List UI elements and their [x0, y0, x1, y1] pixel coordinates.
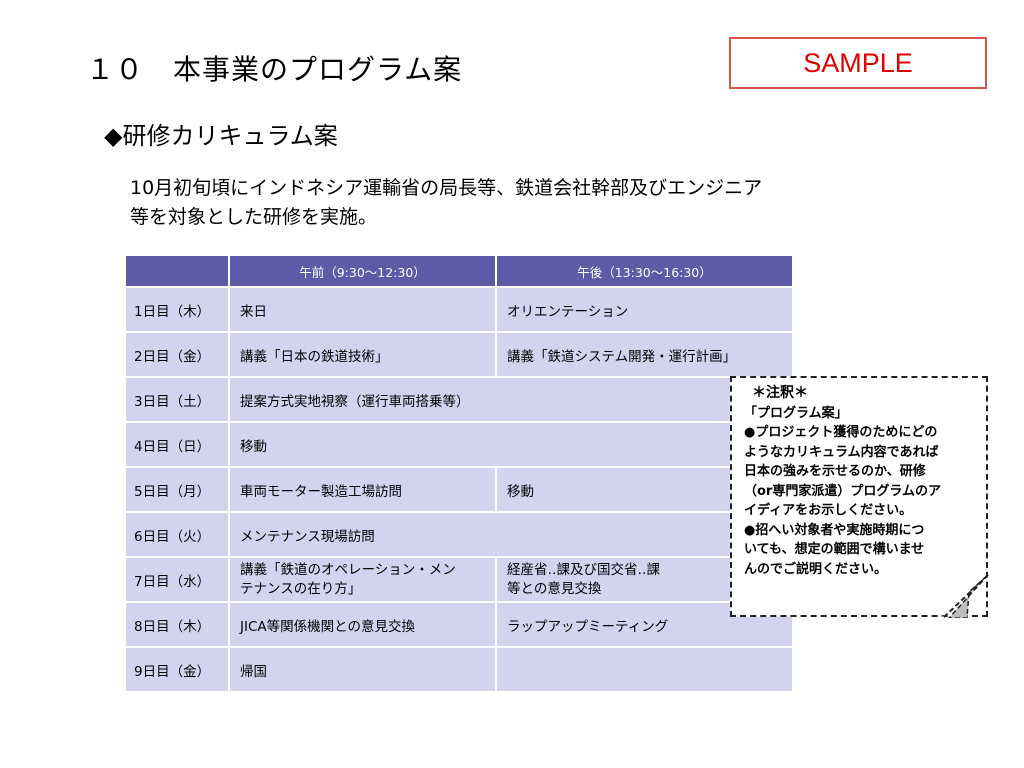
afternoon-cell-line-2: 等との意見交換 — [507, 580, 602, 597]
afternoon-cell: オリエンテーション — [495, 286, 794, 333]
day-cell: 2日目（金） — [124, 331, 230, 378]
note-line: （or専門家派遣）プログラムのア — [744, 483, 941, 499]
folded-corner-icon — [941, 574, 989, 618]
table-row: 3日目（土） 提案方式実地視察（運行車両搭乗等） — [124, 376, 794, 423]
note-line: イディアをお示しください。 — [744, 503, 913, 518]
table-row: 2日目（金） 講義「日本の鉄道技術」 講義「鉄道システム開発・運行計画」 — [124, 331, 794, 378]
morning-cell: JICA等関係機関との意見交換 — [228, 601, 497, 648]
header-day — [124, 254, 230, 288]
note-line: ●プロジェクト獲得のためにどの — [744, 425, 938, 440]
day-cell: 3日目（土） — [124, 376, 230, 423]
day-cell: 4日目（日） — [124, 421, 230, 468]
full-day-cell: 移動 — [228, 421, 794, 468]
morning-cell-line-1: 講義「鉄道のオペレーション・メン — [240, 561, 456, 578]
sample-badge: SAMPLE — [729, 37, 987, 89]
note-line: 日本の強みを示せるのか、研修 — [744, 464, 926, 479]
table-row: 5日目（月） 車両モーター製造工場訪問 移動 — [124, 466, 794, 513]
table-row: 8日目（木） JICA等関係機関との意見交換 ラップアップミーティング — [124, 601, 794, 648]
header-afternoon: 午後（13:30～16:30） — [495, 254, 794, 288]
intro-line-2: 等を対象とした研修を実施。 — [130, 206, 378, 228]
morning-cell: 講義「鉄道のオペレーション・メン テナンスの在り方」 — [228, 556, 497, 603]
page-title: １０ 本事業のプログラム案 — [86, 53, 463, 86]
morning-cell: 帰国 — [228, 646, 497, 693]
day-cell: 7日目（水） — [124, 556, 230, 603]
afternoon-cell: 講義「鉄道システム開発・運行計画」 — [495, 331, 794, 378]
morning-cell: 講義「日本の鉄道技術」 — [228, 331, 497, 378]
morning-cell: 来日 — [228, 286, 497, 333]
table-row: 1日目（木） 来日 オリエンテーション — [124, 286, 794, 333]
section-heading: ◆研修カリキュラム案 — [104, 122, 338, 150]
morning-cell-line-2: テナンスの在り方」 — [240, 580, 362, 597]
afternoon-cell-line-1: 経産省‥課及び国交省‥課 — [507, 561, 661, 578]
day-cell: 9日目（金） — [124, 646, 230, 693]
table-row: 9日目（金） 帰国 — [124, 646, 794, 693]
intro-line-1: 10月初旬頃にインドネシア運輸省の局長等、鉄道会社幹部及びエンジニア — [130, 177, 763, 199]
note-line: ●招へい対象者や実施時期につ — [744, 522, 925, 538]
note-line: いても、想定の範囲で構いませ — [744, 542, 925, 557]
table-row: 7日目（水） 講義「鉄道のオペレーション・メン テナンスの在り方」 経産省‥課及… — [124, 556, 794, 603]
note-heading: ＊注釈＊ — [752, 385, 808, 401]
full-day-cell: 提案方式実地視察（運行車両搭乗等） — [228, 376, 794, 423]
day-cell: 8日目（木） — [124, 601, 230, 648]
full-day-cell: メンテナンス現場訪問 — [228, 511, 794, 558]
note-line: 「プログラム案」 — [744, 405, 848, 421]
table-header-row: 午前（9:30～12:30） 午後（13:30～16:30） — [124, 254, 794, 288]
morning-cell: 車両モーター製造工場訪問 — [228, 466, 497, 513]
day-cell: 1日目（木） — [124, 286, 230, 333]
table-row: 4日目（日） 移動 — [124, 421, 794, 468]
day-cell: 6日目（火） — [124, 511, 230, 558]
intro-text: 10月初旬頃にインドネシア運輸省の局長等、鉄道会社幹部及びエンジニア 等を対象と… — [130, 174, 950, 232]
annotation-note: ＊注釈＊ 「プログラム案」 ●プロジェクト獲得のためにどの ようなカリキュラム内… — [730, 376, 988, 617]
afternoon-cell — [495, 646, 794, 693]
note-line: ようなカリキュラム内容であれば — [744, 444, 939, 460]
note-line: んのでご説明ください。 — [744, 561, 888, 577]
schedule-table: 午前（9:30～12:30） 午後（13:30～16:30） 1日目（木） 来日… — [124, 254, 794, 693]
day-cell: 5日目（月） — [124, 466, 230, 513]
header-morning: 午前（9:30～12:30） — [228, 254, 497, 288]
table-row: 6日目（火） メンテナンス現場訪問 — [124, 511, 794, 558]
